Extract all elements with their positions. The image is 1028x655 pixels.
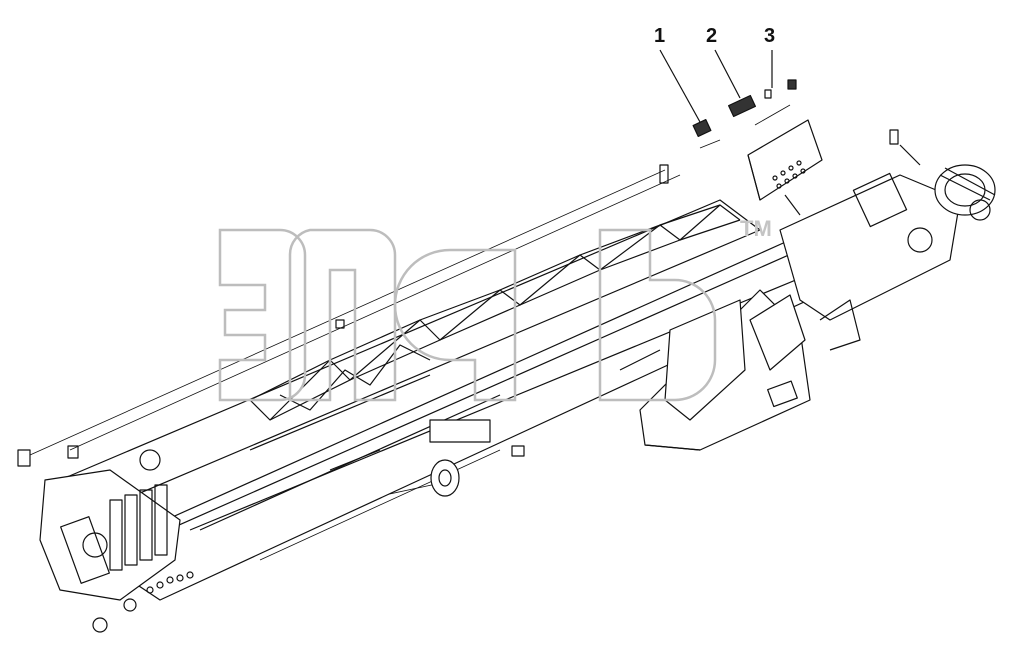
callout-parts	[659, 49, 797, 137]
watermark	[218, 228, 717, 402]
loose-parts	[17, 164, 669, 497]
trademark-mark: TM	[740, 216, 772, 241]
boom-head	[39, 449, 194, 633]
callout-label-1: 1	[654, 25, 666, 47]
operator-cab	[619, 289, 811, 451]
callout-label-3: 3	[764, 25, 776, 47]
winch-base	[779, 129, 996, 351]
lattice-jib	[59, 199, 761, 511]
callout-label-2: 2	[706, 25, 718, 47]
control-box	[747, 119, 823, 216]
